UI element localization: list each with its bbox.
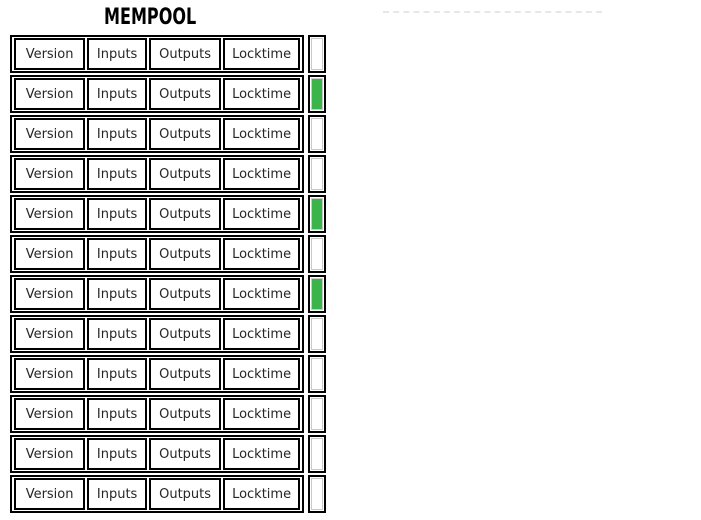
tx-field-outputs: Outputs: [149, 318, 222, 350]
tx-field-outputs: Outputs: [149, 278, 222, 310]
tx-field-inputs: Inputs: [87, 438, 148, 470]
tx-status-fill-green: [311, 198, 323, 230]
tx-field-version: Version: [14, 438, 86, 470]
tx-status-marker: [308, 315, 326, 353]
tx-status-fill-white: [311, 318, 323, 350]
tx-field-version: Version: [14, 38, 86, 70]
tx-status-fill-white: [311, 158, 323, 190]
tx-field-outputs: Outputs: [149, 118, 222, 150]
tx-status-marker: [308, 115, 326, 153]
tx-field-locktime: Locktime: [223, 438, 300, 470]
tx-field-outputs: Outputs: [149, 358, 222, 390]
tx-field-outputs: Outputs: [149, 78, 222, 110]
tx-field-inputs: Inputs: [87, 158, 148, 190]
tx-field-locktime: Locktime: [223, 358, 300, 390]
tx-status-fill-white: [311, 118, 323, 150]
tx-field-outputs: Outputs: [149, 158, 222, 190]
tx-field-version: Version: [14, 318, 86, 350]
tx-status-fill-white: [311, 238, 323, 270]
tx-field-version: Version: [14, 358, 86, 390]
tx-field-locktime: Locktime: [223, 398, 300, 430]
tx-field-locktime: Locktime: [223, 158, 300, 190]
tx-status-marker: [308, 235, 326, 273]
tx-field-outputs: Outputs: [149, 238, 222, 270]
tx-status-marker: [308, 155, 326, 193]
tx-field-outputs: Outputs: [149, 478, 222, 510]
tx-status-fill-white: [311, 478, 323, 510]
tx-field-locktime: Locktime: [223, 478, 300, 510]
tx-status-marker: [308, 195, 326, 233]
tx-field-version: Version: [14, 238, 86, 270]
tx-status-marker: [308, 435, 326, 473]
tx-field-outputs: Outputs: [149, 38, 222, 70]
tx-status-fill-white: [311, 358, 323, 390]
tx-field-inputs: Inputs: [87, 238, 148, 270]
tx-field-inputs: Inputs: [87, 78, 148, 110]
tx-field-inputs: Inputs: [87, 118, 148, 150]
tx-field-version: Version: [14, 158, 86, 190]
tx-status-fill-white: [311, 38, 323, 70]
tx-field-locktime: Locktime: [223, 198, 300, 230]
tx-status-fill-white: [311, 438, 323, 470]
tx-field-version: Version: [14, 78, 86, 110]
tx-field-inputs: Inputs: [87, 398, 148, 430]
tx-field-version: Version: [14, 478, 86, 510]
tx-status-fill-green: [311, 78, 323, 110]
tx-status-marker: [308, 35, 326, 73]
tx-field-locktime: Locktime: [223, 278, 300, 310]
tx-field-inputs: Inputs: [87, 478, 148, 510]
tx-field-version: Version: [14, 398, 86, 430]
tx-status-marker: [308, 275, 326, 313]
tx-field-outputs: Outputs: [149, 398, 222, 430]
tx-field-inputs: Inputs: [87, 198, 148, 230]
tx-status-marker: [308, 395, 326, 433]
mempool-title: MEMPOOL: [104, 5, 197, 30]
tx-field-inputs: Inputs: [87, 278, 148, 310]
tx-field-outputs: Outputs: [149, 438, 222, 470]
tx-status-fill-green: [311, 278, 323, 310]
tx-field-version: Version: [14, 118, 86, 150]
tx-field-locktime: Locktime: [223, 238, 300, 270]
tx-status-marker: [308, 475, 326, 513]
tx-field-inputs: Inputs: [87, 318, 148, 350]
dashed-divider-line: [383, 11, 602, 13]
tx-field-inputs: Inputs: [87, 358, 148, 390]
tx-field-locktime: Locktime: [223, 38, 300, 70]
tx-status-marker: [308, 355, 326, 393]
tx-field-version: Version: [14, 198, 86, 230]
tx-field-version: Version: [14, 278, 86, 310]
tx-field-locktime: Locktime: [223, 118, 300, 150]
tx-field-inputs: Inputs: [87, 38, 148, 70]
tx-status-marker: [308, 75, 326, 113]
tx-field-locktime: Locktime: [223, 78, 300, 110]
tx-status-fill-white: [311, 398, 323, 430]
tx-field-outputs: Outputs: [149, 198, 222, 230]
tx-field-locktime: Locktime: [223, 318, 300, 350]
